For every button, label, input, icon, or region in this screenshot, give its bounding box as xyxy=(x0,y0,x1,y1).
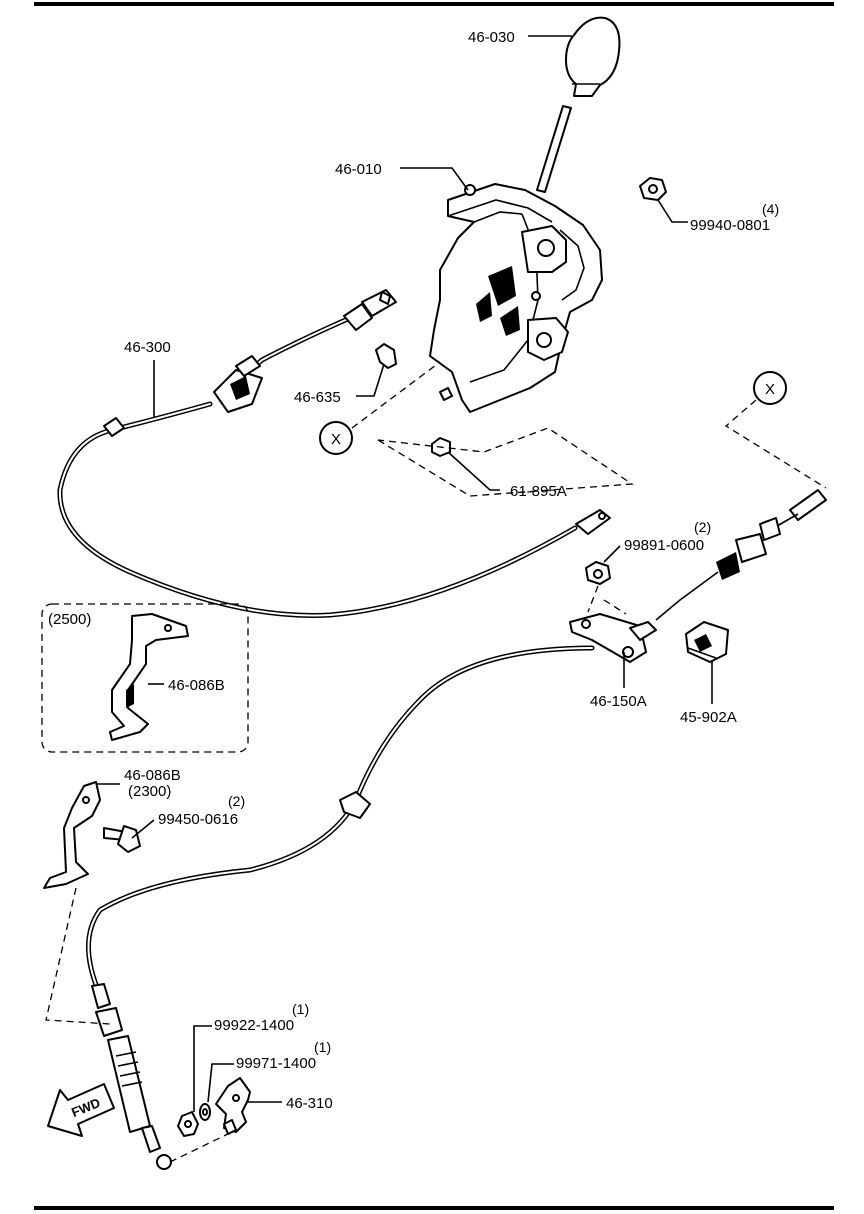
bolt-99450-0616 xyxy=(103,825,141,853)
marker-x-right-leader xyxy=(724,399,827,489)
clip-46-635 xyxy=(375,343,397,369)
label-99940-0801: 99940-0801 xyxy=(690,217,770,234)
label-46-635: 46-635 xyxy=(294,389,341,406)
label-99891-0600: 99891-0600 xyxy=(624,537,704,554)
svg-text:X: X xyxy=(765,381,775,398)
marker-x-left: X xyxy=(319,421,353,455)
qty-99971-1400: (1) xyxy=(314,1039,331,1055)
label-variant-2300: (2300) xyxy=(128,783,171,800)
label-46-030: 46-030 xyxy=(468,29,515,46)
label-99922-1400: 99922-1400 xyxy=(214,1017,294,1034)
label-46-086b-box: 46-086B xyxy=(168,677,225,694)
label-variant-2500: (2500) xyxy=(48,611,91,628)
bottom-border xyxy=(34,1206,834,1210)
label-61-895a: 61-895A xyxy=(510,483,567,500)
nut-99891-0600 xyxy=(585,561,611,585)
nut-99922-1400 xyxy=(177,1111,199,1137)
lever-leader xyxy=(169,1131,233,1163)
svg-text:X: X xyxy=(331,431,341,448)
bracket-45-902a xyxy=(685,621,729,663)
label-46-086b: 46-086B xyxy=(124,767,181,784)
cable-end-right xyxy=(655,489,827,621)
fwd-arrow-icon: FWD xyxy=(47,1083,115,1137)
bracket-46-086b-2500 xyxy=(109,613,189,741)
qty-99450-0616: (2) xyxy=(228,793,245,809)
marker-x-left-leader xyxy=(351,361,441,429)
qty-99891-0600: (2) xyxy=(694,519,711,535)
cable-46-300 xyxy=(57,289,611,618)
top-border xyxy=(34,2,834,6)
label-99450-0616: 99450-0616 xyxy=(158,811,238,828)
qty-99940-0801: (4) xyxy=(762,201,779,217)
bracket-46-086b-2300 xyxy=(43,781,101,889)
bracket-2300-leader xyxy=(45,887,111,1025)
qty-99922-1400: (1) xyxy=(292,1001,309,1017)
shifter-assembly xyxy=(429,183,603,413)
shift-knob xyxy=(565,16,621,97)
variant-2500-box xyxy=(41,603,249,753)
lever-46-310 xyxy=(215,1077,251,1135)
leader-lines xyxy=(96,35,713,1112)
label-45-902a: 45-902A xyxy=(680,709,737,726)
label-99971-1400: 99971-1400 xyxy=(236,1055,316,1072)
nut-99940-0801 xyxy=(639,177,667,201)
label-46-310: 46-310 xyxy=(286,1095,333,1112)
marker-x-right: X xyxy=(753,371,787,405)
bracket-46-150a xyxy=(569,613,657,663)
label-46-300: 46-300 xyxy=(124,339,171,356)
washer-99971-1400 xyxy=(199,1103,211,1121)
shift-lever-rod xyxy=(536,105,572,193)
nut-99891-leader xyxy=(587,585,627,615)
label-46-010: 46-010 xyxy=(335,161,382,178)
label-46-150a: 46-150A xyxy=(590,693,647,710)
grommet-dash-box xyxy=(377,427,634,497)
cable-lower xyxy=(86,645,595,1170)
